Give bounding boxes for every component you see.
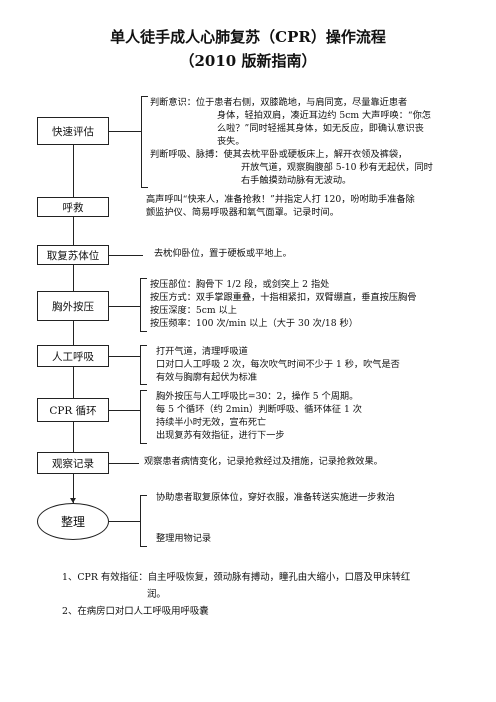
- footnote-cpr-indicators: 1、CPR 有效指征：自主呼吸恢复，颈动脉有搏动，瞳孔由大缩小，口唇及甲床转红: [62, 572, 411, 583]
- step-link-line: [109, 306, 140, 307]
- step-detail: 整理用物记录: [156, 533, 212, 544]
- step-label: 整理: [60, 515, 85, 529]
- step-detail: 按压部位：胸骨下 1/2 段，或剑突上 2 指处: [150, 279, 330, 290]
- step-detail: 身体，轻拍双肩，凑近耳边约 5cm 大声呼唤：“你怎: [217, 110, 431, 121]
- step-label: 人工呼吸: [52, 350, 94, 363]
- step-box-call-help: 呼救: [37, 197, 109, 217]
- step-link-line: [109, 410, 140, 411]
- step-detail: 右手触摸劲动脉有无波动。: [241, 175, 352, 186]
- step-bracket: [140, 278, 147, 332]
- flow-arrow: [70, 498, 76, 503]
- step-bracket: [140, 495, 147, 547]
- step-link-line: [109, 463, 139, 464]
- step-link-line: [109, 255, 143, 256]
- step-label: 呼救: [62, 201, 84, 214]
- step-detail: 出现复苏有效指征，进行下一步: [156, 430, 285, 441]
- step-detail: 去枕仰卧位，置于硬板或平地上。: [154, 248, 292, 259]
- step-box-compression: 胸外按压: [37, 291, 109, 321]
- step-ellipse-tidy: 整理: [37, 503, 109, 540]
- page-subtitle: （2010 版新指南）: [179, 52, 317, 70]
- step-detail: 按压方式：双手掌跟重叠，十指相紧扣，双臂绷直，垂直按压胸骨: [150, 292, 417, 303]
- step-detail: 协助患者取复原体位，穿好衣服，准备转送实施进一步救治: [156, 492, 395, 503]
- step-label: 观察记录: [52, 457, 94, 470]
- step-detail: 按压频率：100 次/min 以上（大于 30 次/18 秒）: [150, 318, 358, 329]
- footnote-ward-bag: 2、在病房口对口人工呼吸用呼吸囊: [62, 606, 209, 617]
- flow-connector: [73, 145, 74, 503]
- step-bracket: [140, 390, 147, 444]
- step-bracket: [140, 345, 147, 385]
- step-box-position: 取复苏体位: [37, 245, 109, 265]
- step-detail: 高声呼叫“快来人，准备抢救！”并指定人打 120，吩咐助手准备除: [146, 194, 415, 205]
- step-bracket: [141, 96, 148, 188]
- step-box-cpr-cycle: CPR 循环: [37, 398, 109, 422]
- footnote-cpr-indicators-cont: 润。: [147, 589, 166, 600]
- step-link-line: [109, 131, 141, 132]
- step-detail: 按压深度：5cm 以上: [150, 305, 237, 316]
- step-detail: 判断意识：位于患者右侧，双膝跪地，与肩同宽，尽量靠近患者: [150, 97, 408, 108]
- step-detail: 每 5 个循环（约 2min）判断呼吸、循环体征 1 次: [156, 404, 362, 415]
- step-label: 胸外按压: [52, 300, 94, 313]
- step-box-assess: 快速评估: [37, 117, 109, 145]
- step-link-line: [109, 356, 140, 357]
- step-detail: 口对口人工呼吸 2 次，每次吹气时间不少于 1 秒，吹气是否: [156, 359, 400, 370]
- step-box-ventilation: 人工呼吸: [37, 345, 109, 367]
- step-detail: 开放气道，观察胸腹部 5-10 秒有无起伏，同时: [241, 162, 433, 173]
- step-detail: 胸外按压与人工呼吸比=30：2，操作 5 个周期。: [156, 391, 359, 402]
- step-label: 取复苏体位: [46, 249, 100, 262]
- step-label: 快速评估: [52, 125, 94, 138]
- step-detail: 么啦？”同时轻摇其身体，如无反应，即确认意识丧: [217, 123, 424, 134]
- step-detail: 颤监护仪、简易呼吸器和氧气面罩。记录时间。: [146, 207, 339, 218]
- step-detail: 持续半小时无效，宣布死亡: [156, 417, 267, 428]
- step-label: CPR 循环: [49, 404, 97, 417]
- step-detail: 观察患者病情变化，记录抢救经过及措施，记录抢救效果。: [144, 456, 383, 467]
- page-title: 单人徒手成人心肺复苏（CPR）操作流程: [110, 28, 386, 46]
- step-detail: 丧失。: [217, 136, 245, 147]
- step-detail: 有效与胸廓有起伏为标准: [156, 372, 258, 383]
- step-detail: 打开气道，清理呼吸道: [156, 346, 248, 357]
- step-detail: 判断呼吸、脉搏：使其去枕平卧或硬板床上，解开衣领及裤袋，: [150, 149, 408, 160]
- step-box-observe: 观察记录: [37, 452, 109, 474]
- step-link-line: [109, 521, 140, 522]
